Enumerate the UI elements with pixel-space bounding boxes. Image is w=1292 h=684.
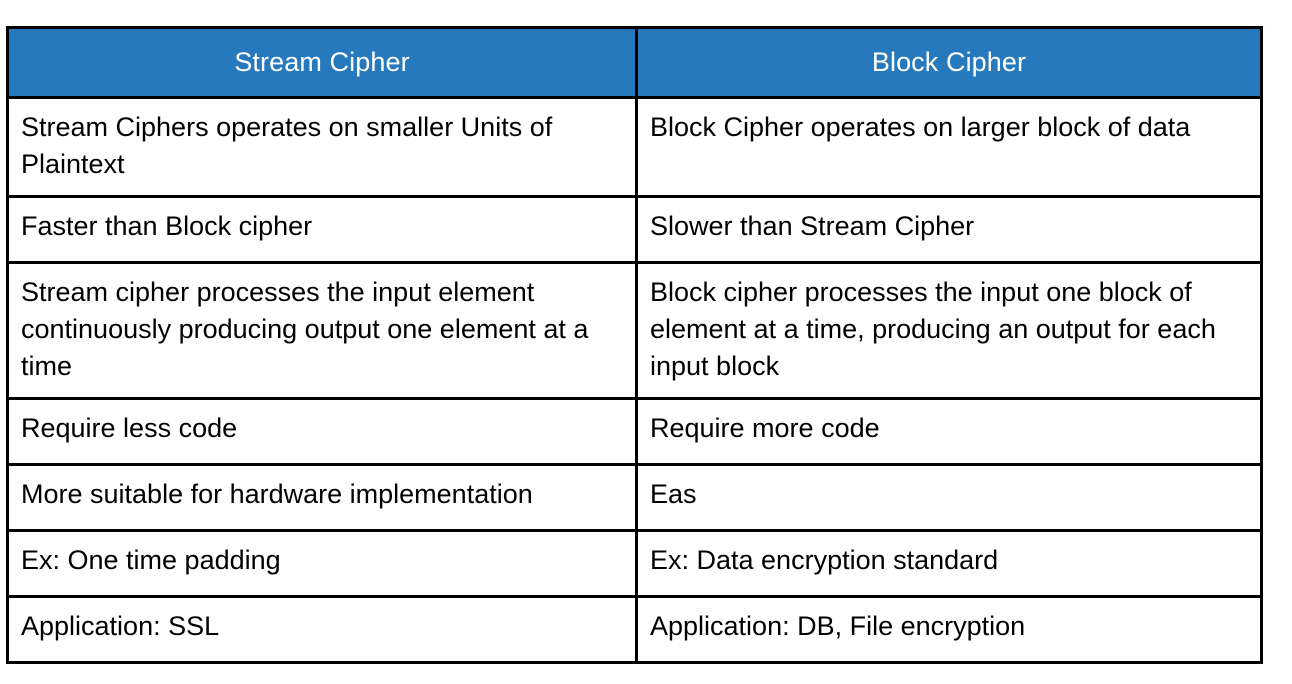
table-row: Faster than Block cipher Slower than Str… [6,195,1263,264]
cell-stream-cipher: Stream cipher processes the input elemen… [6,261,638,400]
cell-stream-cipher: More suitable for hardware implementatio… [6,463,638,532]
cell-stream-cipher: Require less code [6,397,638,466]
cell-stream-cipher: Ex: One time padding [6,529,638,598]
cell-block-cipher: Block Cipher operates on larger block of… [635,96,1263,198]
table-row: Require less code Require more code [6,397,1263,466]
cell-block-cipher: Application: DB, File encryption [635,595,1263,664]
table-body: Stream Ciphers operates on smaller Units… [6,96,1263,664]
table-row: Application: SSL Application: DB, File e… [6,595,1263,664]
table-header: Stream Cipher Block Cipher [6,26,1263,99]
cipher-comparison-table: Stream Cipher Block Cipher Stream Cipher… [6,26,1263,664]
cell-stream-cipher: Application: SSL [6,595,638,664]
cell-block-cipher: Ex: Data encryption standard [635,529,1263,598]
cell-block-cipher: Slower than Stream Cipher [635,195,1263,264]
column-header-stream-cipher: Stream Cipher [6,26,638,99]
cell-block-cipher: Block cipher processes the input one blo… [635,261,1263,400]
cell-stream-cipher: Faster than Block cipher [6,195,638,264]
table-row: More suitable for hardware implementatio… [6,463,1263,532]
cell-stream-cipher: Stream Ciphers operates on smaller Units… [6,96,638,198]
table-row: Ex: One time padding Ex: Data encryption… [6,529,1263,598]
cell-block-cipher: Require more code [635,397,1263,466]
table-row: Stream Ciphers operates on smaller Units… [6,96,1263,198]
cell-block-cipher: Eas [635,463,1263,532]
column-header-block-cipher: Block Cipher [635,26,1263,99]
table-row: Stream cipher processes the input elemen… [6,261,1263,400]
table-header-row: Stream Cipher Block Cipher [6,26,1263,99]
